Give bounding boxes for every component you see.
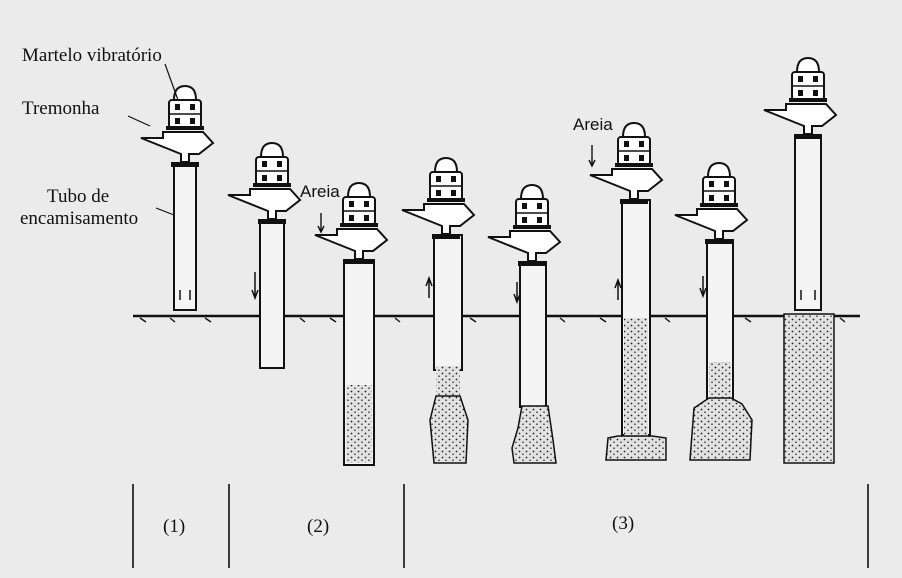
- sand-arrow-2: [588, 145, 596, 168]
- casing-label-line1: Tubo de: [47, 186, 110, 207]
- casing-label-line2: encamisamento: [20, 208, 139, 229]
- rig-2: [227, 142, 301, 369]
- rig-8: [763, 57, 837, 464]
- casing-leader: [155, 207, 175, 216]
- rig-4: [401, 157, 475, 464]
- rig-1: [140, 85, 214, 311]
- hammer-label: Martelo vibratório: [22, 45, 162, 66]
- sand-label-2: Areia: [573, 115, 613, 134]
- phase-label-1: (1): [163, 516, 186, 537]
- sand-arrow-1: [317, 213, 325, 234]
- hopper-leader: [127, 115, 151, 127]
- hammer-leader: [164, 63, 179, 101]
- rig-7: [674, 162, 753, 461]
- ground-hatching: [139, 317, 846, 323]
- sand-label-1: Areia: [300, 182, 340, 201]
- phase-label-3: (3): [612, 513, 635, 534]
- phase-label-2: (2): [307, 516, 330, 537]
- hopper-label: Tremonha: [22, 98, 100, 119]
- rig-6: [589, 122, 667, 461]
- rig-5: [487, 184, 561, 464]
- rig-3: [314, 182, 388, 466]
